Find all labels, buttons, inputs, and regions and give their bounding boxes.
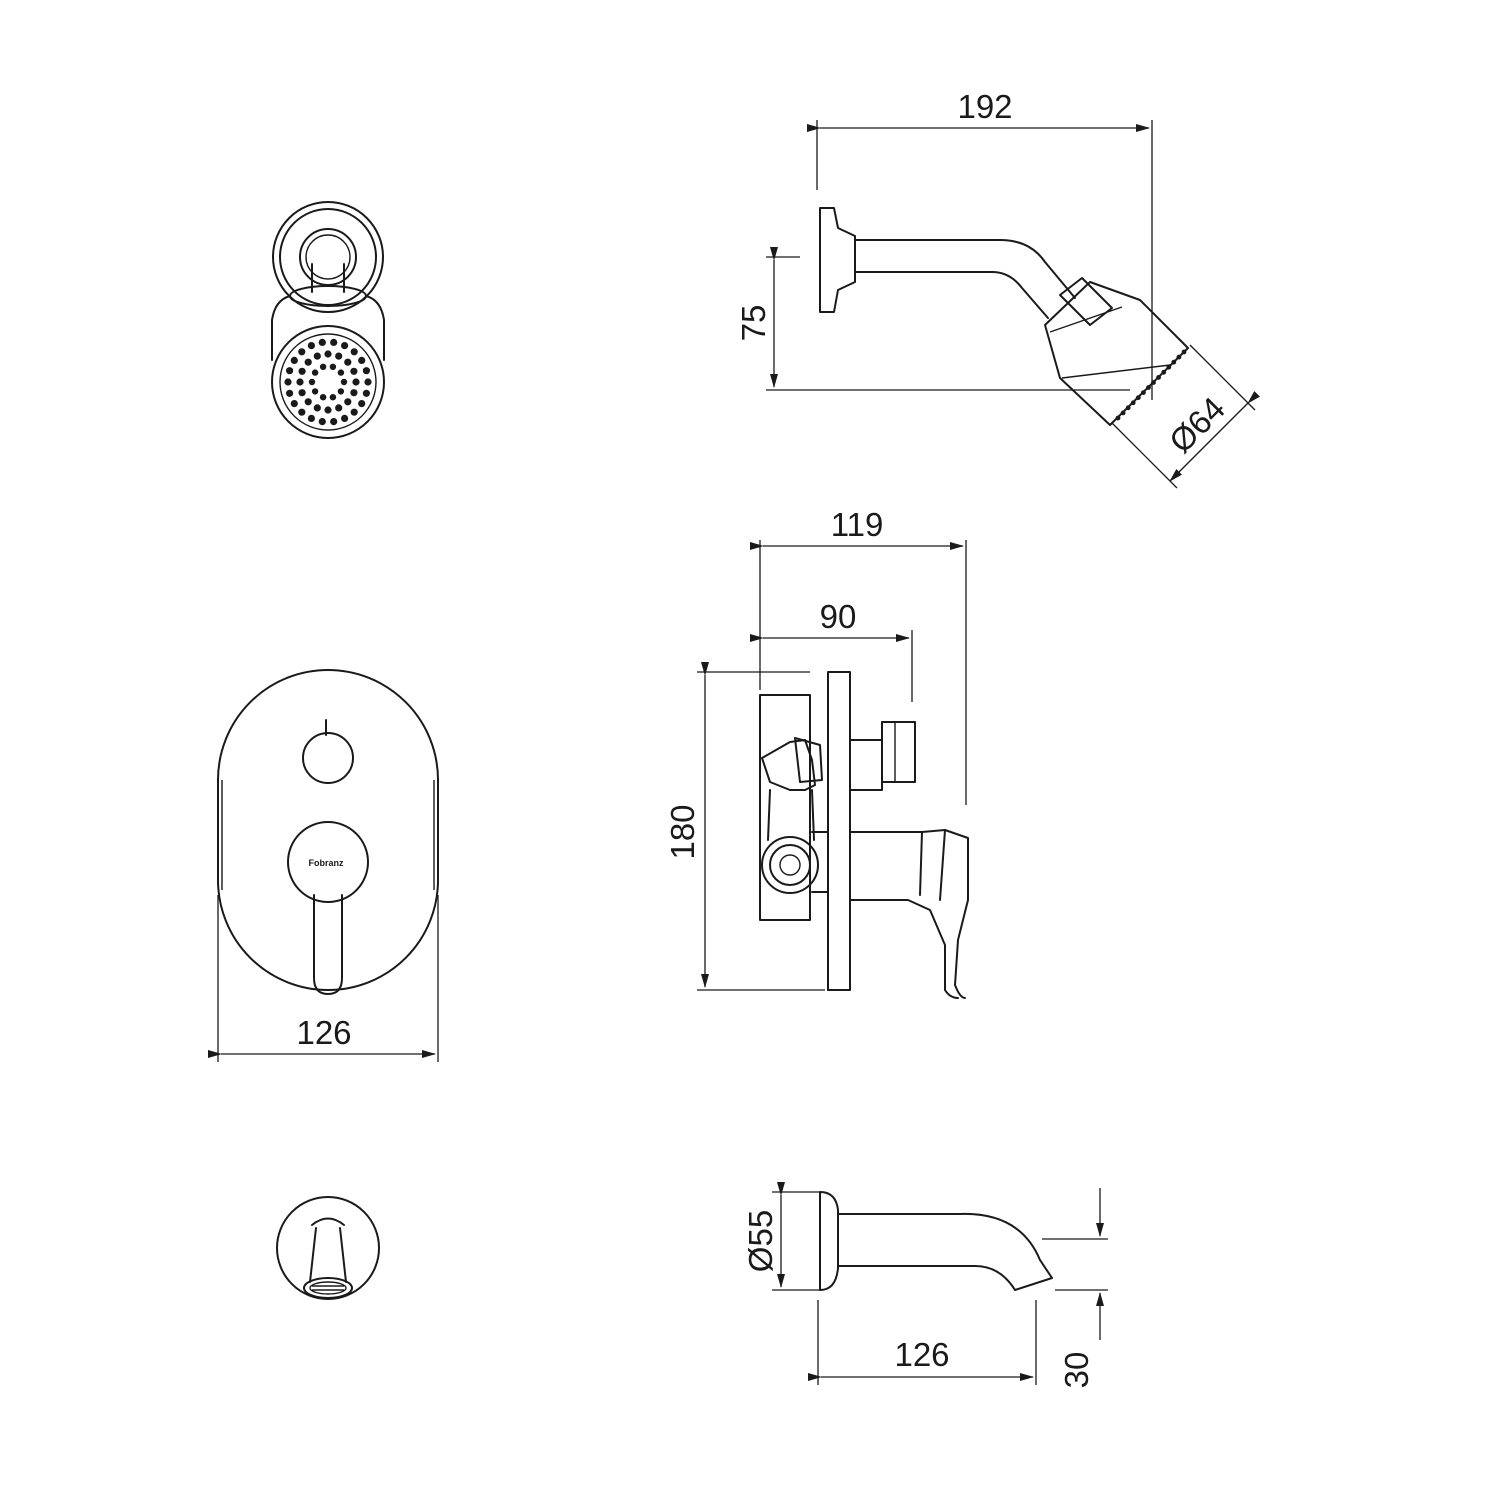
brand-mark: Fobranz — [309, 858, 344, 868]
nozzle-hole — [358, 400, 366, 408]
nozzle-hole — [298, 367, 306, 375]
nozzle-hole — [350, 389, 358, 397]
spray-edge-dot — [1146, 385, 1151, 390]
dimension-90-label: 90 — [820, 598, 857, 635]
dimension-192-label: 192 — [957, 88, 1012, 125]
dimension-126-spout-label: 126 — [894, 1336, 949, 1373]
nozzle-hole — [284, 378, 292, 386]
dimension-diameter-55: Ø55 — [742, 1182, 820, 1291]
nozzle-holes — [284, 338, 372, 426]
spray-edge-dot — [1166, 364, 1172, 370]
spray-edge-dot — [1161, 369, 1167, 375]
mixer-side-view — [759, 671, 969, 999]
nozzle-hole — [352, 378, 360, 386]
dimension-75: 75 — [735, 247, 1130, 391]
dimension-diameter-64: Ø64 — [1111, 344, 1261, 489]
nozzle-hole — [318, 338, 326, 346]
nozzle-hole — [304, 398, 312, 406]
nozzle-hole — [329, 363, 337, 370]
dimension-180: 180 — [664, 662, 825, 991]
spray-edge-dot — [1120, 410, 1126, 416]
spray-edge-dot — [1141, 390, 1146, 395]
nozzle-hole — [286, 367, 294, 375]
dimension-126-plate: 126 — [208, 895, 439, 1062]
nozzle-hole — [304, 358, 312, 366]
nozzle-hole — [364, 378, 372, 386]
spout-front-view — [276, 1196, 380, 1300]
nozzle-hole — [335, 404, 343, 412]
nozzle-hole — [318, 418, 326, 426]
spray-edge-dot — [1181, 349, 1187, 355]
spray-edge-dot — [1130, 400, 1136, 406]
nozzle-hole — [330, 338, 338, 346]
nozzle-hole — [329, 394, 337, 401]
dimension-90: 90 — [750, 598, 913, 702]
nozzle-hole — [319, 363, 327, 370]
dimension-30: 30 — [1042, 1188, 1108, 1388]
nozzle-hole — [296, 378, 304, 386]
nozzle-hole — [313, 404, 321, 412]
nozzle-hole — [341, 342, 349, 350]
dimension-119: 119 — [750, 506, 967, 805]
nozzle-hole — [324, 350, 332, 358]
dimension-119-label: 119 — [831, 506, 884, 543]
nozzle-hole — [311, 388, 319, 395]
nozzle-hole — [311, 369, 319, 376]
mixer-front-view: Fobranz — [217, 669, 439, 995]
nozzle-hole — [298, 389, 306, 397]
nozzle-hole — [308, 378, 316, 386]
nozzle-hole — [307, 342, 315, 350]
dimension-180-label: 180 — [664, 804, 701, 859]
nozzle-hole — [350, 408, 358, 416]
spray-edge-dot — [1156, 375, 1161, 380]
nozzle-hole — [330, 418, 338, 426]
nozzle-hole — [337, 388, 345, 395]
nozzle-hole — [340, 378, 348, 386]
dimension-126-plate-label: 126 — [296, 1014, 351, 1051]
nozzle-hole — [324, 406, 332, 414]
nozzle-hole — [290, 400, 298, 408]
nozzle-hole — [341, 414, 349, 422]
nozzle-hole — [290, 356, 298, 364]
spray-face-edge — [1115, 349, 1187, 421]
nozzle-hole — [350, 367, 358, 375]
spray-edge-dot — [1125, 405, 1131, 411]
nozzle-hole — [344, 398, 352, 406]
nozzle-hole — [313, 352, 321, 360]
nozzle-hole — [358, 356, 366, 364]
nozzle-hole — [319, 394, 327, 401]
shower-head-front-view — [271, 201, 385, 439]
nozzle-hole — [362, 389, 370, 397]
dimension-75-label: 75 — [735, 305, 772, 342]
nozzle-hole — [307, 414, 315, 422]
nozzle-hole — [298, 408, 306, 416]
nozzle-hole — [286, 389, 294, 397]
nozzle-hole — [362, 367, 370, 375]
nozzle-hole — [344, 358, 352, 366]
nozzle-hole — [337, 369, 345, 376]
nozzle-hole — [298, 348, 306, 356]
dimension-30-label: 30 — [1058, 1352, 1095, 1389]
nozzle-hole — [350, 348, 358, 356]
spout-side-view — [819, 1191, 1053, 1291]
spray-edge-dot — [1115, 415, 1121, 421]
dimension-diameter-55-label: Ø55 — [742, 1210, 779, 1272]
shower-arm-side-view — [819, 207, 1189, 426]
spray-edge-dot — [1171, 359, 1177, 365]
spray-edge-dot — [1176, 354, 1182, 360]
nozzle-hole — [335, 352, 343, 360]
dimension-126-spout: 126 — [808, 1300, 1037, 1385]
dimension-192: 192 — [807, 88, 1153, 400]
spray-edge-dot — [1135, 395, 1141, 401]
dimension-diameter-64-label: Ø64 — [1162, 390, 1232, 460]
